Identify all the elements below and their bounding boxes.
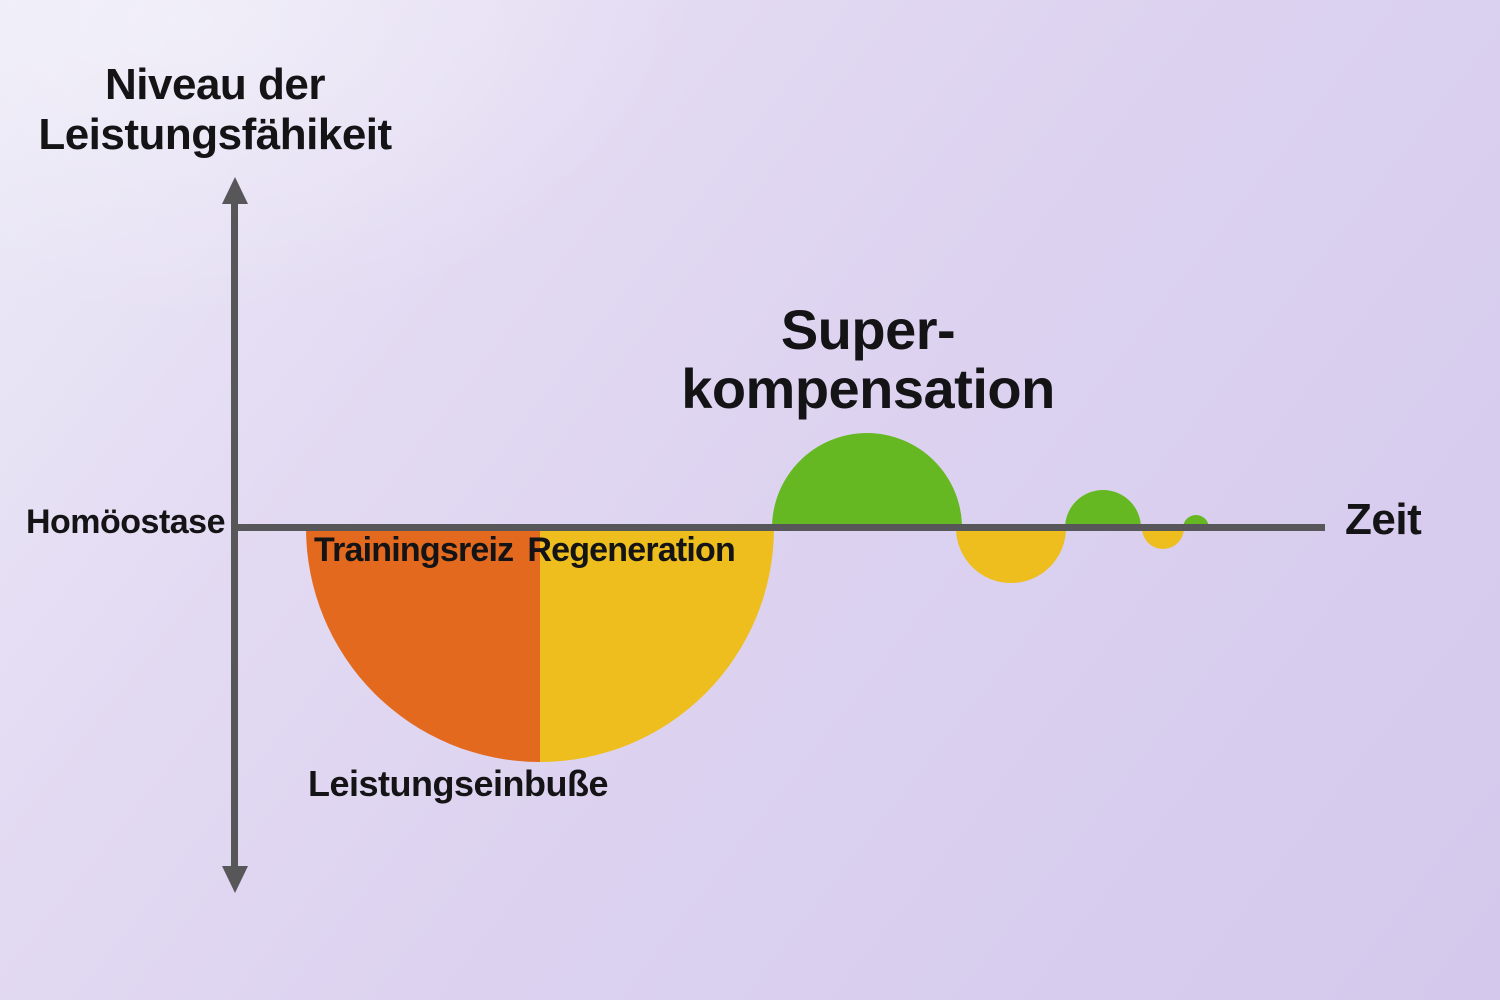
y-axis-title-line1: Niveau der bbox=[105, 60, 325, 109]
y-axis-title: Niveau der Leistungsfähikeit bbox=[0, 60, 430, 160]
y-axis-arrow-up-icon bbox=[222, 177, 248, 204]
homeostasis-label: Homöostase bbox=[25, 503, 226, 541]
phase-labels-row: Trainingsreiz Regeneration bbox=[314, 531, 736, 569]
regeneration-label: Regeneration bbox=[527, 531, 735, 569]
wave-bump-fatigue-dip-3 bbox=[1142, 528, 1184, 549]
supercompensation-label: Super- kompensation bbox=[568, 300, 1168, 418]
x-axis-label: Zeit bbox=[1345, 495, 1422, 544]
performance-loss-label: Leistungseinbuße bbox=[308, 763, 609, 804]
y-axis-arrow-down-icon bbox=[222, 866, 248, 893]
training-stimulus-label: Trainingsreiz bbox=[314, 531, 514, 569]
y-axis-title-line2: Leistungsfähikeit bbox=[38, 110, 392, 159]
y-axis-line bbox=[231, 196, 238, 871]
x-axis-line bbox=[235, 524, 1325, 531]
supercompensation-label-line2: kompensation bbox=[681, 357, 1055, 420]
supercompensation-label-line1: Super- bbox=[780, 298, 956, 361]
